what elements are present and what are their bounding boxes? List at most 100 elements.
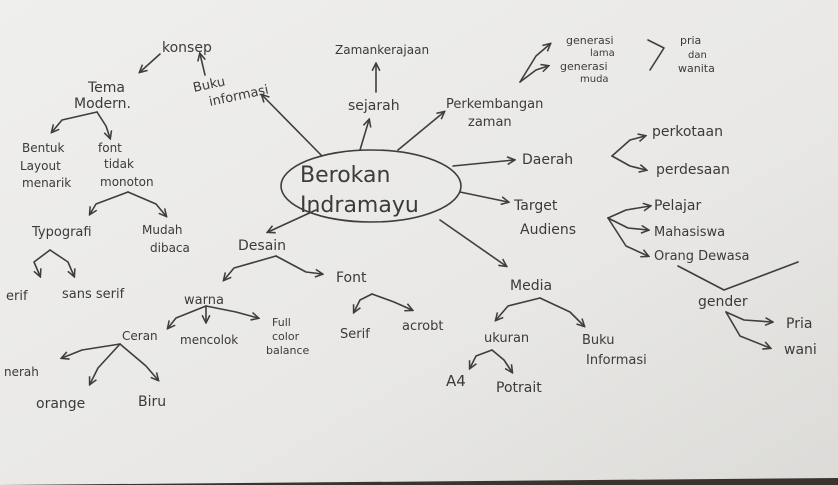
edge-typo-serif bbox=[33, 249, 51, 276]
node-orang-dewasa: Orang Dewasa bbox=[654, 249, 750, 264]
node-ukuran: ukuran bbox=[484, 331, 529, 346]
edge-ceran-biru bbox=[119, 343, 158, 380]
node-zaman: zaman bbox=[468, 115, 512, 130]
edge-warna-full bbox=[205, 305, 258, 318]
node-audiens: Audiens bbox=[520, 222, 576, 238]
node-buku-informasi-top-1: Buku bbox=[192, 74, 227, 95]
edge-center-perkembangan bbox=[397, 112, 444, 151]
edge-gender-wanita bbox=[725, 311, 770, 348]
edge-warna-ceran bbox=[168, 305, 207, 328]
node-gender: gender bbox=[698, 294, 748, 310]
edge-ceran-orange bbox=[90, 343, 121, 384]
mind-map-labels: konsep Tema Modern. Buku informasi Bentu… bbox=[4, 34, 817, 412]
edge-monoton-typografi bbox=[90, 191, 129, 214]
node-serif-font: Serif bbox=[340, 327, 370, 342]
node-bentuk: Bentuk bbox=[22, 141, 65, 155]
node-modern: Modern. bbox=[74, 96, 131, 112]
node-sans-serif: sans serif bbox=[62, 287, 125, 302]
edge-desain-font bbox=[275, 255, 322, 274]
edge-ukuran-potrait bbox=[491, 349, 512, 372]
node-typografi: Typografi bbox=[31, 225, 92, 240]
edge-font-serif bbox=[354, 293, 373, 312]
edge-target-mahasiswa bbox=[607, 217, 648, 230]
node-target: Target bbox=[513, 198, 558, 214]
node-font-tidak-2: tidak bbox=[104, 157, 134, 171]
node-pria-top: pria bbox=[680, 34, 701, 47]
center-node-outline bbox=[280, 149, 462, 223]
edge-center-buku bbox=[262, 95, 323, 157]
node-orange: orange bbox=[36, 396, 85, 412]
edge-typo-sans bbox=[49, 249, 74, 276]
branch-lines bbox=[33, 39, 799, 384]
node-perdesaan: perdesaan bbox=[656, 162, 730, 178]
edge-tema-bentuk bbox=[52, 111, 98, 132]
edge-gen-pria bbox=[647, 39, 665, 71]
node-buku-informasi-media-2: Informasi bbox=[586, 353, 647, 368]
node-serif-left: erif bbox=[6, 289, 28, 304]
edge-media-buku bbox=[539, 297, 584, 326]
node-full-3: balance bbox=[266, 344, 310, 357]
edge-perk-genlama bbox=[519, 44, 550, 83]
edge-dewasa-gender bbox=[677, 261, 799, 291]
node-dibaca: dibaca bbox=[150, 241, 190, 255]
node-full-2: color bbox=[272, 330, 300, 343]
node-daerah: Daerah bbox=[522, 152, 573, 168]
edge-gender-pria bbox=[725, 311, 772, 322]
edge-center-desain bbox=[268, 209, 317, 232]
edge-center-sejarah bbox=[359, 120, 369, 151]
edge-center-media bbox=[439, 219, 506, 266]
node-pelajar: Pelajar bbox=[654, 198, 701, 214]
node-a4: A4 bbox=[446, 372, 466, 390]
node-menarik: menarik bbox=[22, 176, 71, 190]
edge-desain-warna bbox=[224, 255, 277, 280]
node-dan: dan bbox=[688, 50, 707, 61]
node-potrait: Potrait bbox=[496, 380, 542, 396]
node-perkotaan: perkotaan bbox=[652, 124, 723, 140]
node-font: Font bbox=[336, 270, 367, 286]
edge-daerah-desa bbox=[611, 155, 646, 170]
edge-font-acrobt bbox=[371, 293, 412, 310]
edge-center-target bbox=[459, 191, 508, 202]
node-buku-informasi-media-1: Buku bbox=[582, 333, 615, 348]
node-sejarah: sejarah bbox=[348, 98, 400, 114]
edge-target-dewasa bbox=[607, 217, 648, 256]
node-zaman-kerajaan: Zamankerajaan bbox=[335, 43, 429, 57]
node-mahasiswa: Mahasiswa bbox=[654, 225, 725, 240]
node-mencolok: mencolok bbox=[180, 333, 238, 347]
node-generasi-muda-1: generasi bbox=[560, 60, 608, 73]
node-full-1: Full bbox=[272, 316, 291, 329]
edge-ukuran-a4 bbox=[470, 349, 493, 368]
node-wanita-top: wanita bbox=[678, 62, 715, 75]
node-generasi-lama-1: generasi bbox=[566, 34, 614, 47]
node-perkembangan: Perkembangan bbox=[446, 97, 543, 112]
node-desain: Desain bbox=[238, 238, 286, 254]
edge-ceran-merah bbox=[62, 343, 121, 358]
node-generasi-lama-2: lama bbox=[590, 48, 615, 59]
node-pria-bottom: Pria bbox=[786, 316, 812, 332]
node-monoton: monoton bbox=[100, 175, 154, 189]
edge-konsep-tema bbox=[140, 53, 161, 72]
edge-buku-konsep bbox=[200, 54, 205, 76]
edge-target-pelajar bbox=[607, 206, 650, 219]
node-merah: nerah bbox=[4, 365, 39, 379]
edge-center-daerah bbox=[452, 160, 514, 167]
node-media: Media bbox=[510, 278, 552, 294]
node-biru: Biru bbox=[138, 394, 166, 410]
node-generasi-muda-2: muda bbox=[580, 74, 609, 85]
edge-daerah-kota bbox=[611, 136, 645, 157]
edge-tema-font bbox=[96, 111, 110, 138]
node-font-tidak-1: font bbox=[98, 141, 122, 155]
node-ceran: Ceran bbox=[122, 329, 158, 343]
node-wanita-bottom: wani bbox=[784, 342, 817, 358]
center-subtitle: Indramayu bbox=[300, 193, 419, 218]
edge-media-ukuran bbox=[496, 297, 541, 320]
edge-monoton-mudah bbox=[127, 191, 166, 216]
node-konsep: konsep bbox=[162, 40, 212, 56]
node-mudah: Mudah bbox=[142, 223, 183, 237]
node-layout: Layout bbox=[20, 159, 61, 173]
node-tema: Tema bbox=[87, 80, 125, 96]
center-title: Berokan bbox=[300, 163, 390, 188]
